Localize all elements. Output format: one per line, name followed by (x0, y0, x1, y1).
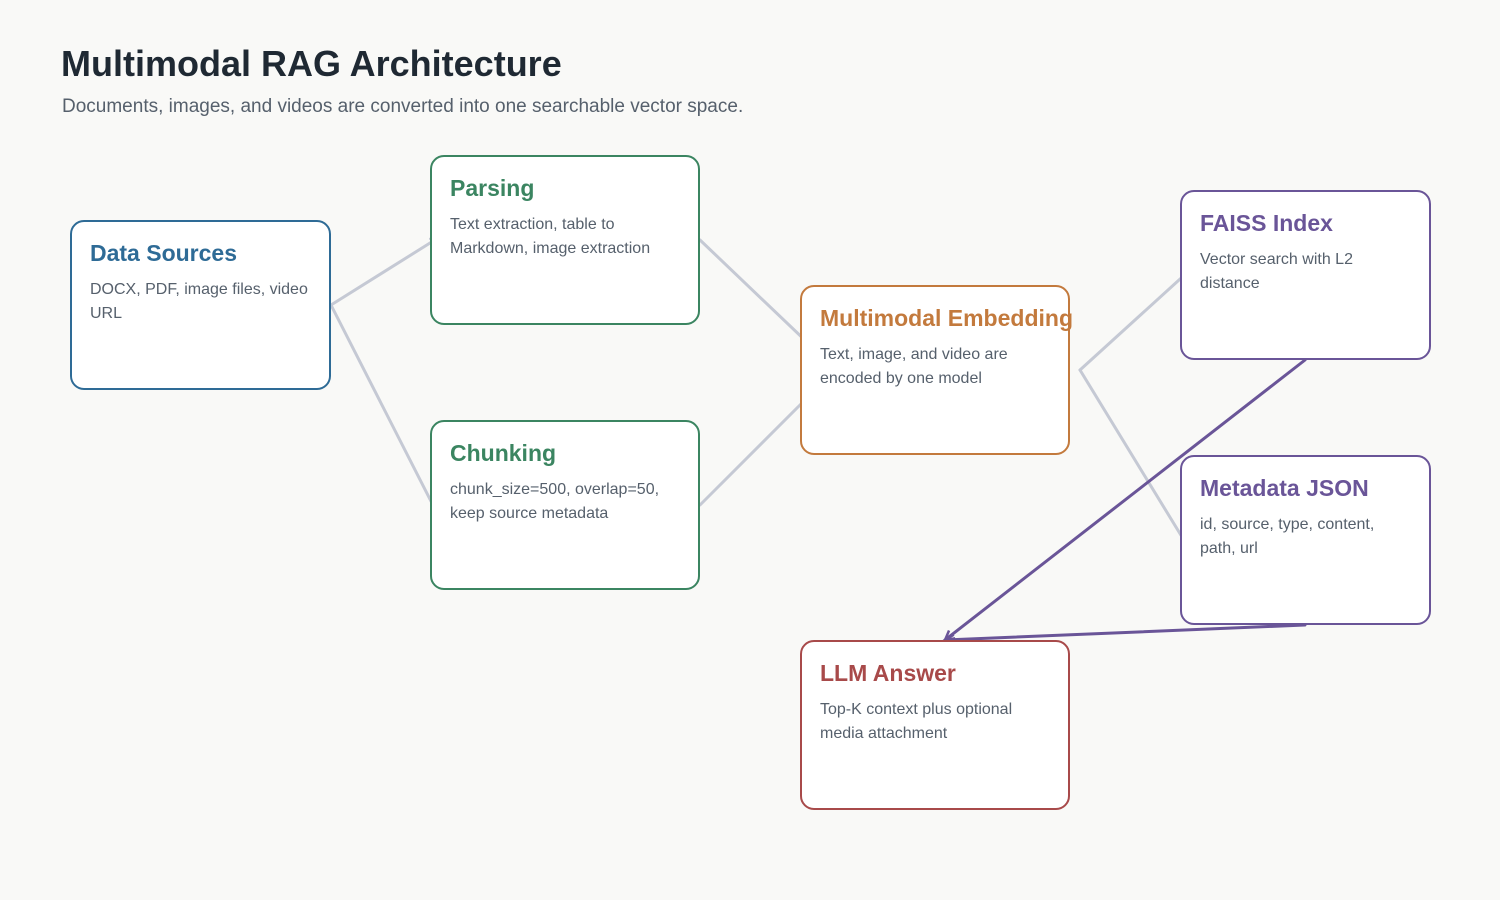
node-multimodal-embedding: Multimodal Embedding Text, image, and vi… (800, 285, 1073, 455)
node-metadata-json-desc: id, source, type, content, path, url (1200, 516, 1375, 557)
node-chunking-title: Chunking (450, 440, 557, 466)
node-data-sources-desc: DOCX, PDF, image files, video URL (90, 281, 308, 322)
node-multimodal-embedding-desc: Text, image, and video are encoded by on… (820, 346, 1008, 387)
page-subtitle: Documents, images, and videos are conver… (62, 96, 744, 117)
node-llm-answer: LLM Answer Top-K context plus optional m… (800, 640, 1070, 810)
node-faiss-index: FAISS Index Vector search with L2 distan… (1180, 190, 1431, 360)
node-llm-answer-title: LLM Answer (820, 660, 956, 686)
node-data-sources-title: Data Sources (90, 240, 238, 266)
edge-parsing-to-embedding (698, 238, 812, 347)
node-chunking-desc: chunk_size=500, overlap=50, keep source … (450, 481, 660, 522)
page-title: Multimodal RAG Architecture (61, 43, 562, 84)
node-chunking: Chunking chunk_size=500, overlap=50, kee… (430, 420, 700, 590)
node-faiss-index-title: FAISS Index (1200, 210, 1333, 236)
node-parsing-title: Parsing (450, 175, 535, 201)
node-llm-answer-desc: Top-K context plus optional media attach… (820, 701, 1013, 742)
edge-embedding-to-metadata (1078, 368, 1192, 552)
node-multimodal-embedding-title: Multimodal Embedding (820, 305, 1073, 331)
edge-sources-to-chunking (329, 303, 440, 517)
edge-sources-to-parsing (329, 236, 440, 307)
edge-metadata-to-llm (945, 623, 1307, 640)
node-parsing: Parsing Text extraction, table to Markdo… (430, 155, 700, 325)
edge-embedding-to-faiss (1078, 268, 1192, 372)
edge-faiss-to-llm (945, 358, 1307, 640)
node-faiss-index-desc: Vector search with L2 distance (1200, 251, 1353, 292)
node-metadata-json-title: Metadata JSON (1200, 475, 1369, 501)
node-parsing-desc: Text extraction, table to Markdown, imag… (450, 216, 651, 257)
node-data-sources: Data Sources DOCX, PDF, image files, vid… (70, 220, 331, 390)
edge-chunking-to-embedding (698, 393, 812, 507)
node-metadata-json: Metadata JSON id, source, type, content,… (1180, 455, 1431, 625)
